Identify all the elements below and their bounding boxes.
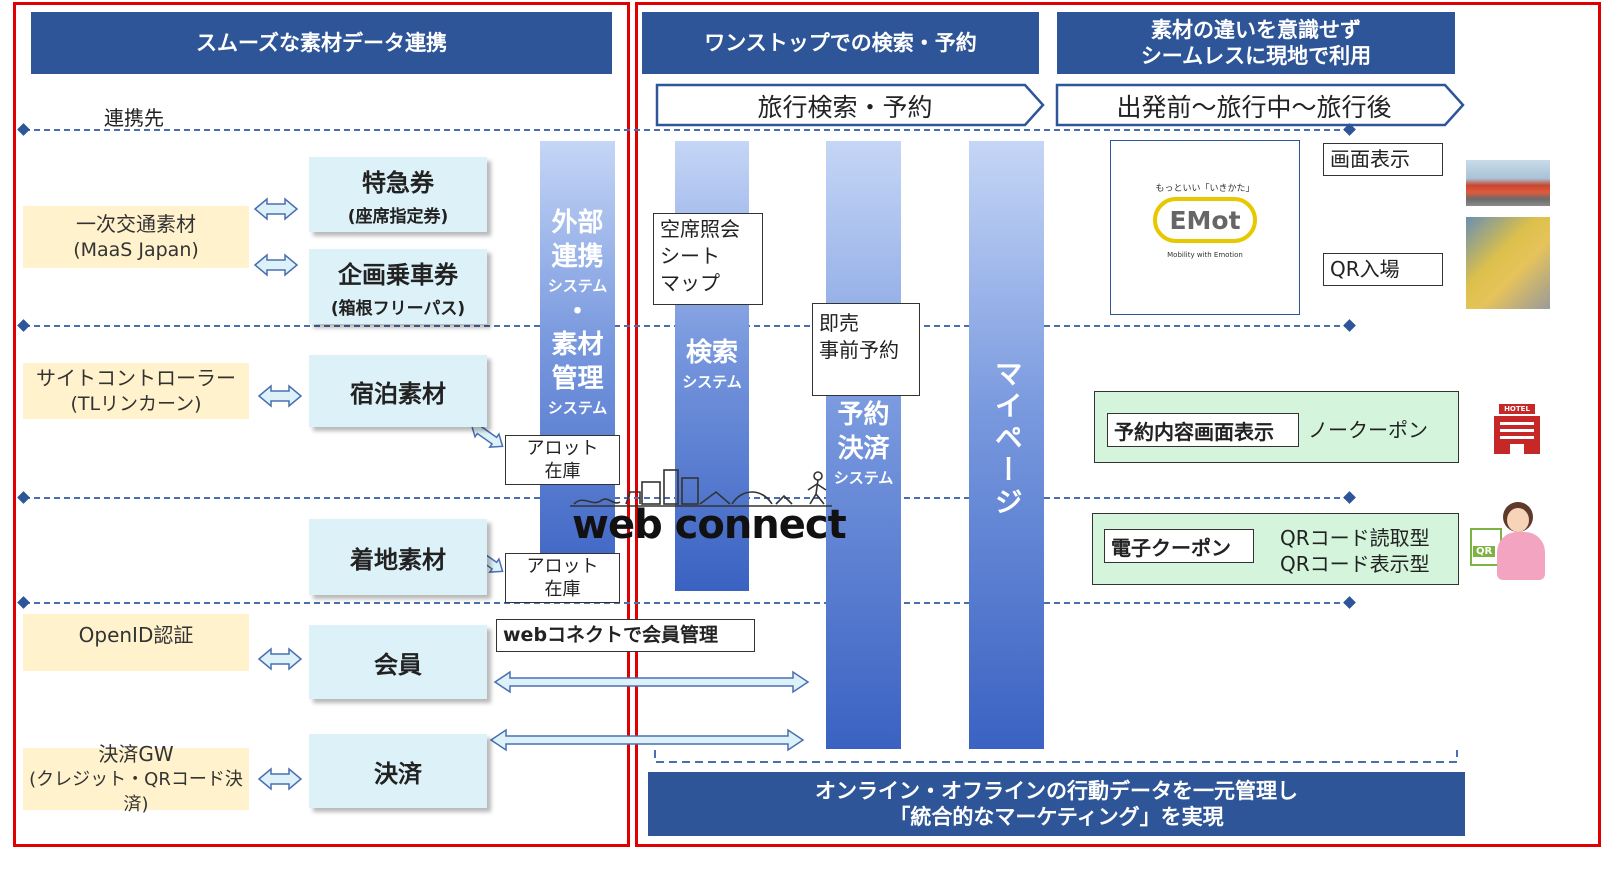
divider-line-1	[24, 129, 1350, 131]
footer-banner: オンライン・オフラインの行動データを一元管理し 「統合的なマーケティング」を実現	[648, 772, 1465, 836]
e-coupon-box	[1092, 513, 1459, 585]
column-reserve-system: 予約 決済 システム	[826, 141, 901, 749]
qr-read-label: QRコード読取型	[1280, 526, 1430, 550]
column-external-system: 外部 連携 システム ・ 素材 管理 システム	[540, 141, 615, 591]
double-arrow	[258, 648, 302, 670]
source-site-controller: サイトコントローラー(TLリンカーン)	[23, 363, 249, 419]
double-arrow	[254, 198, 298, 220]
header-smooth-data: スムーズな素材データ連携	[31, 12, 612, 74]
reservation-display-tag: 予約内容画面表示	[1107, 413, 1299, 447]
material-member: 会員	[309, 625, 487, 699]
note-seat-map: 空席照会シートマップ	[653, 213, 763, 305]
person-qr-icon: QR	[1467, 498, 1551, 582]
phase-search-label: 旅行検索・予約	[757, 93, 933, 122]
bottom-brace	[654, 750, 1458, 763]
material-payment: 決済	[309, 734, 487, 808]
webconnect-skyline-icon	[570, 469, 832, 507]
double-arrow	[254, 254, 298, 276]
hotel-icon: HOTEL	[1492, 404, 1542, 456]
phase-search-chevron	[655, 83, 1045, 127]
double-arrow	[258, 768, 302, 790]
phase-travel-chevron	[1055, 83, 1465, 127]
member-link-arrow	[493, 670, 810, 694]
note-instant-sale: 即売事前予約	[812, 303, 920, 396]
material-lodging: 宿泊素材	[309, 355, 487, 427]
divider-line-4	[24, 602, 1350, 604]
qr-show-label: QRコード表示型	[1280, 552, 1430, 576]
column-mypage: マイページ	[969, 141, 1044, 749]
material-express-ticket: 特急券(座席指定券)	[309, 157, 487, 232]
emot-subtitle: Mobility with Emotion	[1167, 251, 1243, 259]
right-section-frame	[635, 2, 1601, 847]
emot-logo: EMot	[1153, 197, 1257, 243]
payment-link-arrow	[489, 728, 805, 752]
no-coupon-label: ノークーポン	[1308, 418, 1428, 442]
gate-photo	[1466, 217, 1550, 309]
material-pass-ticket: 企画乗車券(箱根フリーパス)	[309, 249, 487, 324]
double-arrow	[258, 385, 302, 407]
phase-travel-label: 出発前～旅行中～旅行後	[1116, 93, 1392, 122]
source-payment-gw: 決済GW(クレジット・QRコード決済)	[23, 742, 249, 815]
source-openid: OpenID認証	[23, 614, 249, 671]
note-allot-lodging: アロット在庫	[505, 435, 620, 485]
note-member-management: webコネクトで会員管理	[496, 619, 755, 652]
emot-tagline: もっといい「いきかた」	[1155, 184, 1255, 194]
source-transport: 一次交通素材(MaaS Japan)	[23, 206, 249, 268]
header-seamless: 素材の違いを意識せず シームレスに現地で利用	[1057, 12, 1455, 74]
webconnect-logo: web connect	[572, 502, 847, 548]
note-allot-local: アロット在庫	[505, 553, 620, 603]
partner-label: 連携先	[104, 106, 164, 130]
train-photo	[1466, 160, 1550, 206]
usage-screen-display: 画面表示	[1323, 143, 1443, 176]
material-local: 着地素材	[309, 519, 487, 595]
e-coupon-tag: 電子クーポン	[1104, 529, 1254, 563]
usage-qr-entry: QR入場	[1323, 253, 1443, 286]
header-one-stop: ワンストップでの検索・予約	[642, 12, 1039, 74]
phase-chevrons	[655, 83, 1465, 127]
left-section-frame	[13, 2, 630, 847]
